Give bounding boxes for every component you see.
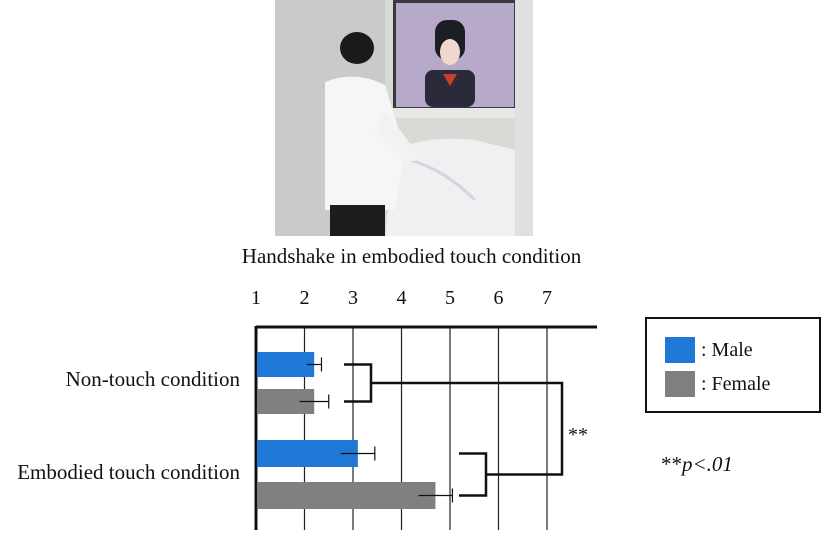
legend-item-female: : Female xyxy=(665,371,770,397)
chart-legend: : Male : Female xyxy=(645,317,821,413)
x-tick-label-3: 3 xyxy=(348,287,358,309)
x-tick-label-2: 2 xyxy=(300,287,310,309)
category-label-2: Embodied touch condition xyxy=(17,460,240,484)
significance-note-p: p<.01 xyxy=(682,452,733,476)
x-tick-label-4: 4 xyxy=(397,287,407,309)
legend-swatch-male xyxy=(665,337,695,363)
x-tick-label-1: 1 xyxy=(251,287,261,309)
significance-marker: ** xyxy=(568,424,588,446)
x-tick-label-7: 7 xyxy=(542,287,552,309)
legend-swatch-female xyxy=(665,371,695,397)
bar-female-2 xyxy=(257,482,436,509)
x-tick-label-6: 6 xyxy=(494,287,504,309)
significance-note: **p<.01 xyxy=(661,452,733,477)
legend-label-male: : Male xyxy=(701,338,753,361)
bracket-1 xyxy=(344,363,373,403)
handshake-photo xyxy=(275,0,533,236)
x-tick-label-5: 5 xyxy=(445,287,455,309)
legend-label-female: : Female xyxy=(701,372,771,395)
chart-caption: Handshake in embodied touch condition xyxy=(241,244,582,268)
bracket-2 xyxy=(459,452,488,497)
significance-note-prefix: ** xyxy=(661,452,682,476)
legend-item-male: : Male xyxy=(665,337,753,363)
bar-male-1 xyxy=(257,352,315,377)
bracket-outer xyxy=(371,381,564,476)
category-label-1: Non-touch condition xyxy=(66,367,241,391)
